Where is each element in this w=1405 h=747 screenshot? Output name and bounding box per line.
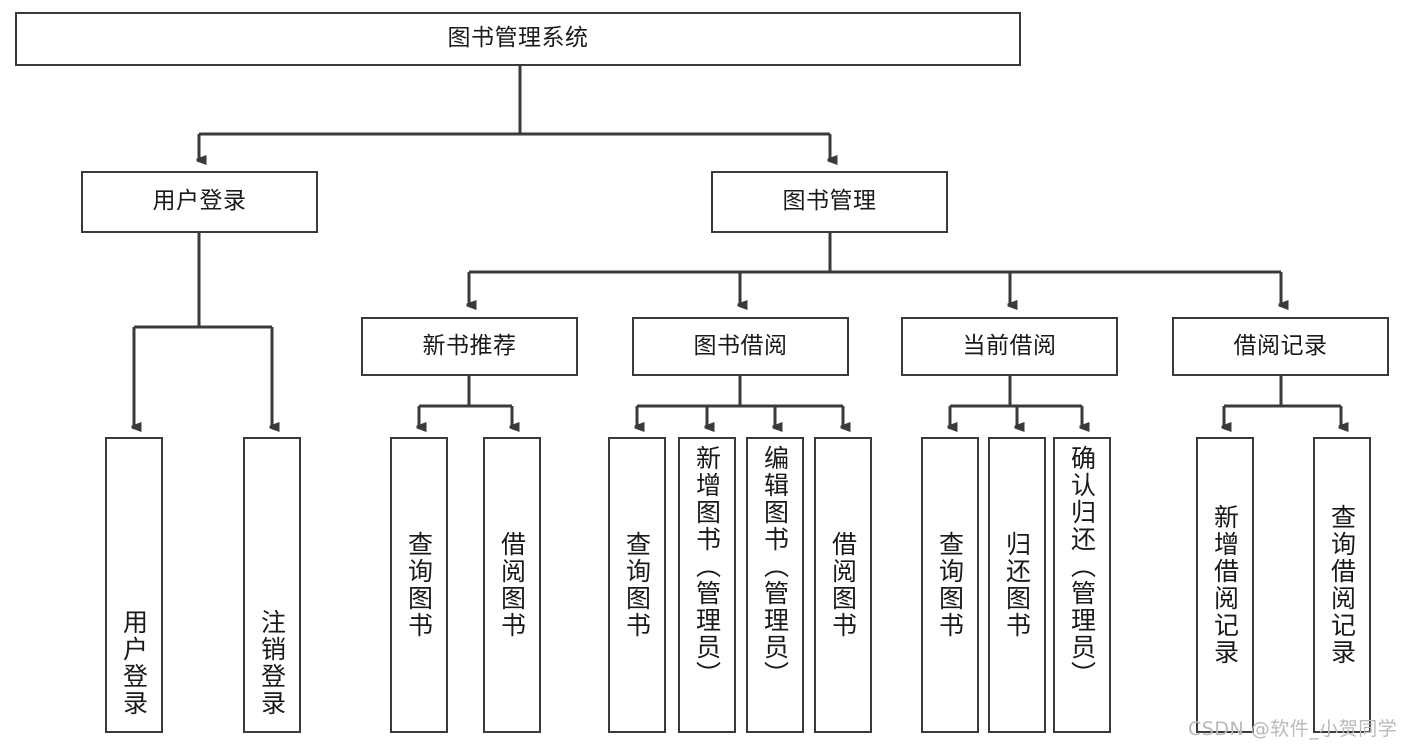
node-new-book-recommend[interactable]: 新书推荐 <box>361 317 578 376</box>
leaf-book-borrow-edit-book-admin[interactable]: 编辑图书（管理员） <box>746 437 804 733</box>
leaf-user-login-login[interactable]: 用户登录 <box>105 437 163 733</box>
leaf-current-borrow-confirm-return-admin[interactable]: 确认归还（管理员） <box>1053 437 1111 733</box>
node-label: 确认归还（管理员） <box>1067 445 1097 688</box>
node-label: 新增借阅记录 <box>1210 504 1240 666</box>
node-label: 当前借阅 <box>962 332 1057 359</box>
node-borrow-record[interactable]: 借阅记录 <box>1172 317 1389 376</box>
leaf-borrow-record-query-record[interactable]: 查询借阅记录 <box>1313 437 1371 733</box>
node-label: 图书管理系统 <box>447 25 589 52</box>
node-label: 借阅图书 <box>497 531 527 639</box>
leaf-book-borrow-query-book[interactable]: 查询图书 <box>608 437 666 733</box>
leaf-current-borrow-return-book[interactable]: 归还图书 <box>988 437 1046 733</box>
leaf-user-login-logout[interactable]: 注销登录 <box>243 437 301 733</box>
node-label: 注销登录 <box>257 609 287 717</box>
node-label: 借阅图书 <box>828 531 858 639</box>
leaf-book-borrow-borrow-book[interactable]: 借阅图书 <box>814 437 872 733</box>
node-label: 查询图书 <box>622 531 652 639</box>
node-label: 用户登录 <box>119 609 149 717</box>
node-label: 图书借阅 <box>693 332 788 359</box>
node-label: 用户登录 <box>152 188 247 215</box>
node-book-management[interactable]: 图书管理 <box>711 171 948 233</box>
node-user-login[interactable]: 用户登录 <box>81 171 318 233</box>
node-label: 借阅记录 <box>1233 332 1328 359</box>
node-label: 查询图书 <box>935 531 965 639</box>
node-label: 编辑图书（管理员） <box>760 445 790 688</box>
node-current-borrow[interactable]: 当前借阅 <box>901 317 1118 376</box>
leaf-current-borrow-query-book[interactable]: 查询图书 <box>921 437 979 733</box>
node-label: 新增图书（管理员） <box>692 445 722 688</box>
leaf-borrow-record-add-record[interactable]: 新增借阅记录 <box>1196 437 1254 733</box>
node-label: 新书推荐 <box>422 332 517 359</box>
leaf-book-borrow-add-book-admin[interactable]: 新增图书（管理员） <box>678 437 736 733</box>
csdn-watermark: CSDN @软件_小贺同学 <box>1188 718 1398 740</box>
node-label: 图书管理 <box>782 188 877 215</box>
node-book-borrow[interactable]: 图书借阅 <box>632 317 849 376</box>
node-label: 归还图书 <box>1002 531 1032 639</box>
leaf-new-book-borrow-book[interactable]: 借阅图书 <box>483 437 541 733</box>
leaf-new-book-query-book[interactable]: 查询图书 <box>390 437 448 733</box>
node-root-book-management-system[interactable]: 图书管理系统 <box>15 12 1021 66</box>
node-label: 查询图书 <box>404 531 434 639</box>
node-label: 查询借阅记录 <box>1327 504 1357 666</box>
